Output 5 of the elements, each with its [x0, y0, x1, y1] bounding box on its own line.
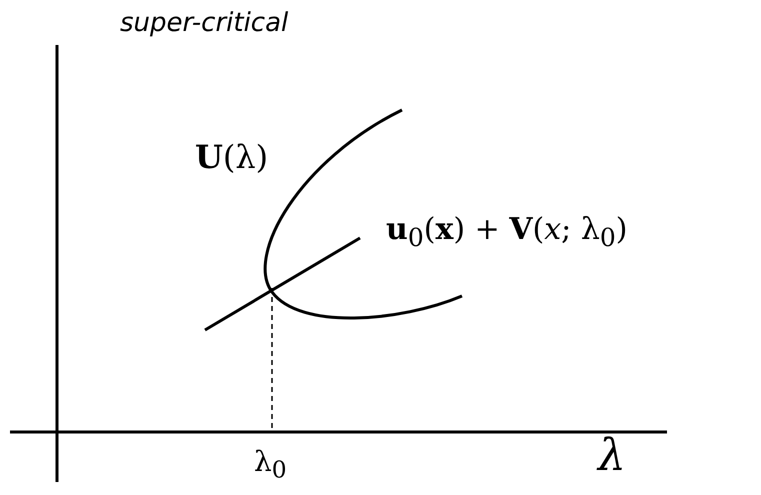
curve-label: u$_{0}$(x) + V(x; λ$_{0}$): [386, 212, 628, 252]
axis-label: λ: [598, 430, 626, 481]
axis-tick-label: λ$_{0}$: [254, 445, 287, 484]
curve-label: U(λ): [195, 138, 268, 176]
regime-label: super-critical: [120, 8, 288, 38]
